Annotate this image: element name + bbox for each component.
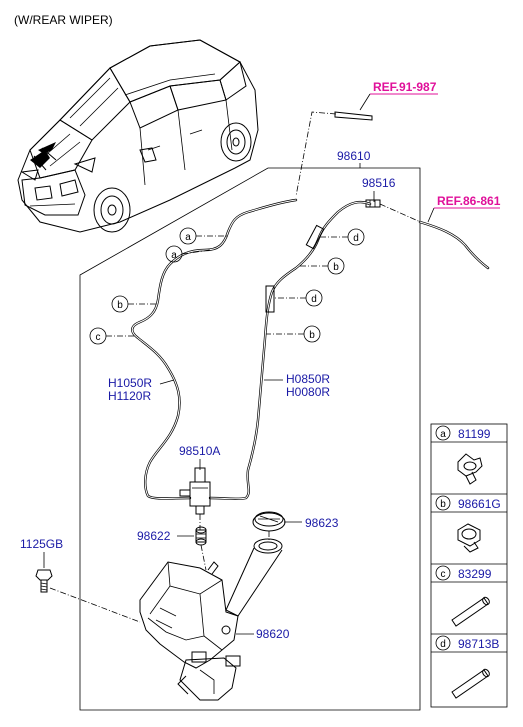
legend-row-a[interactable]: a 81199 bbox=[435, 425, 491, 441]
hose-sleeve-icon bbox=[451, 668, 490, 699]
svg-text:b: b bbox=[117, 300, 123, 311]
svg-text:b: b bbox=[309, 330, 315, 341]
bolt-icon[interactable] bbox=[35, 569, 53, 593]
svg-text:a: a bbox=[171, 250, 177, 261]
legend-panel: a 81199 b 98661G c 83299 bbox=[430, 423, 508, 708]
hose-label-h1050r[interactable]: H1050R bbox=[108, 376, 152, 390]
legend-row-d[interactable]: d 98713B bbox=[435, 635, 499, 651]
callout-b-3[interactable]: b bbox=[266, 325, 321, 343]
nozzle-icon bbox=[334, 111, 373, 121]
part-98622[interactable]: 98622 bbox=[137, 529, 171, 543]
callout-a-1[interactable]: a bbox=[179, 227, 228, 245]
hose-clip-icon bbox=[457, 453, 483, 485]
callout-c-1[interactable]: c bbox=[89, 327, 136, 345]
legend-row-b[interactable]: b 98661G bbox=[435, 495, 501, 511]
legend-row-c[interactable]: c 83299 bbox=[435, 565, 492, 581]
callout-d-2[interactable]: d bbox=[274, 289, 323, 307]
hose-label-h0080r[interactable]: H0080R bbox=[286, 385, 330, 399]
hose-left[interactable] bbox=[131, 198, 298, 500]
car-icon bbox=[17, 39, 259, 233]
svg-text:b: b bbox=[333, 262, 339, 273]
pump-icon[interactable] bbox=[179, 467, 211, 515]
hose-sleeve-icon bbox=[451, 596, 490, 627]
legend-part-d: 98713B bbox=[458, 637, 499, 651]
svg-text:a: a bbox=[440, 429, 446, 440]
clamp-icon bbox=[457, 523, 481, 553]
svg-text:d: d bbox=[440, 639, 446, 650]
hose-label-h0850r[interactable]: H0850R bbox=[286, 372, 330, 386]
callout-d-1[interactable]: d bbox=[320, 228, 365, 246]
ref-91-987[interactable]: REF.91-987 bbox=[373, 80, 437, 94]
washer-tank-icon[interactable] bbox=[139, 538, 283, 701]
diagram-header: (W/REAR WIPER) bbox=[14, 13, 113, 27]
legend-part-a: 81199 bbox=[458, 427, 491, 441]
svg-text:c: c bbox=[96, 332, 101, 343]
assembly-frame bbox=[79, 167, 421, 711]
svg-text:b: b bbox=[440, 499, 446, 510]
svg-text:a: a bbox=[185, 232, 191, 243]
svg-text:c: c bbox=[441, 569, 446, 580]
part-98623[interactable]: 98623 bbox=[305, 516, 339, 530]
part-98610[interactable]: 98610 bbox=[337, 149, 371, 163]
hose-right[interactable] bbox=[208, 200, 372, 501]
callout-a-2[interactable]: a bbox=[165, 245, 211, 263]
callout-b-1[interactable]: b bbox=[111, 295, 158, 313]
filler-cap-icon[interactable] bbox=[252, 511, 286, 532]
part-98516[interactable]: 98516 bbox=[362, 176, 396, 190]
legend-part-c: 83299 bbox=[458, 567, 492, 581]
part-98620[interactable]: 98620 bbox=[256, 627, 290, 641]
svg-text:d: d bbox=[353, 233, 359, 244]
legend-part-b: 98661G bbox=[458, 497, 501, 511]
hose-label-h1120r[interactable]: H1120R bbox=[108, 389, 151, 403]
grommet-icon bbox=[195, 526, 207, 546]
svg-text:d: d bbox=[311, 294, 317, 305]
part-1125gb[interactable]: 1125GB bbox=[20, 537, 63, 551]
ref-86-861[interactable]: REF.86-861 bbox=[437, 194, 501, 208]
callout-b-2[interactable]: b bbox=[298, 257, 345, 275]
part-98510a[interactable]: 98510A bbox=[179, 444, 220, 458]
